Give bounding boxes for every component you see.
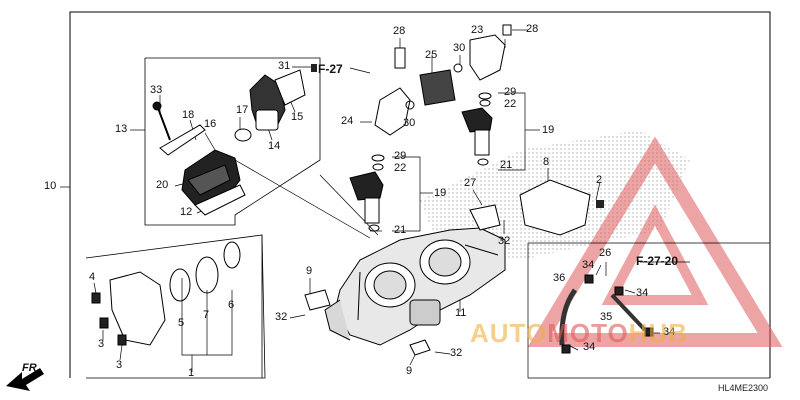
part-label-3-right[interactable]: 3 [116, 359, 123, 371]
part-label-4[interactable]: 4 [89, 271, 96, 283]
part-label-18[interactable]: 18 [182, 109, 195, 121]
part-label-6[interactable]: 6 [228, 299, 235, 311]
part-label-1[interactable]: 1 [188, 367, 195, 379]
part-label-28-left[interactable]: 28 [393, 25, 406, 37]
part-label-5[interactable]: 5 [178, 317, 185, 329]
group-bracket-13 [144, 57, 321, 226]
part-label-7[interactable]: 7 [203, 309, 210, 321]
watermark-word-1: AUTO [470, 318, 548, 348]
part-label-17[interactable]: 17 [236, 104, 249, 116]
group-bracket-1 [85, 234, 266, 379]
part-label-21-lower[interactable]: 21 [394, 224, 407, 236]
gasket-27 [469, 204, 501, 231]
hose-parts [559, 274, 654, 354]
part-label-35[interactable]: 35 [600, 311, 613, 323]
gasket-9-lower [409, 339, 431, 356]
gasket-9-upper [304, 289, 331, 311]
part-label-34-c[interactable]: 34 [663, 326, 676, 338]
ref-f27[interactable]: F-27 [318, 62, 343, 76]
part-label-29-lower[interactable]: 29 [394, 150, 407, 162]
part-label-27[interactable]: 27 [464, 177, 477, 189]
part-label-28-right[interactable]: 28 [526, 23, 539, 35]
part-label-9-lower[interactable]: 9 [406, 365, 413, 377]
part-label-32-left[interactable]: 32 [275, 311, 288, 323]
part-label-12[interactable]: 12 [180, 206, 193, 218]
part-label-26[interactable]: 26 [599, 247, 612, 259]
part-label-2[interactable]: 2 [596, 174, 603, 186]
throttle-sensor-parts [91, 241, 241, 346]
part-label-19-lower[interactable]: 19 [434, 187, 447, 199]
part-label-15[interactable]: 15 [291, 111, 304, 123]
throttle-body [324, 227, 506, 346]
part-label-34-d[interactable]: 34 [583, 341, 596, 353]
part-label-31[interactable]: 31 [278, 60, 291, 72]
front-arrow-icon [6, 368, 44, 391]
ref-f27-20[interactable]: F-27-20 [636, 254, 679, 268]
part-label-3-left[interactable]: 3 [98, 338, 105, 350]
part-label-22-upper[interactable]: 22 [504, 98, 517, 110]
gasket-15 [274, 69, 306, 106]
part-label-25[interactable]: 25 [425, 49, 438, 61]
part-label-33[interactable]: 33 [150, 84, 163, 96]
part-label-8[interactable]: 8 [543, 156, 550, 168]
part-label-29-upper[interactable]: 29 [504, 86, 517, 98]
part-label-13[interactable]: 13 [115, 123, 128, 135]
part-label-30-mid[interactable]: 30 [403, 117, 416, 129]
injector-upper [461, 92, 493, 166]
watermark-word-2: MOTO [547, 318, 629, 348]
part-label-32-right[interactable]: 32 [498, 235, 511, 247]
part-label-30-top[interactable]: 30 [453, 42, 466, 54]
part-label-23[interactable]: 23 [471, 24, 484, 36]
sensor-14 [234, 74, 286, 142]
front-label: FR. [22, 362, 40, 374]
part-label-32-bottom[interactable]: 32 [450, 347, 463, 359]
part-label-11[interactable]: 11 [455, 307, 467, 319]
fuel-rail-parts [374, 24, 512, 136]
part-label-20[interactable]: 20 [156, 179, 169, 191]
watermark-text: AUTOMOTOHUB [470, 318, 688, 349]
part-label-36[interactable]: 36 [553, 272, 566, 284]
cover-8 [519, 179, 591, 236]
part-label-21-upper[interactable]: 21 [500, 159, 513, 171]
part-label-34-b[interactable]: 34 [636, 287, 649, 299]
part-label-24[interactable]: 24 [341, 115, 354, 127]
part-label-34-a[interactable]: 34 [582, 259, 595, 271]
injector-lower [349, 154, 385, 232]
idle-air-valve-assembly [152, 101, 246, 216]
part-label-22-lower[interactable]: 22 [394, 162, 407, 174]
part-label-16[interactable]: 16 [204, 118, 217, 130]
bolt-2 [596, 200, 604, 208]
diagram-code: HL4ME2300 [718, 383, 769, 393]
part-label-9-upper[interactable]: 9 [306, 265, 313, 277]
bolt-31 [311, 64, 317, 72]
watermark-triangle-icon [527, 136, 783, 347]
part-label-14[interactable]: 14 [268, 140, 281, 152]
outer-frame [69, 11, 771, 378]
part-label-19-upper[interactable]: 19 [542, 124, 555, 136]
part-label-10[interactable]: 10 [44, 180, 57, 192]
watermark-word-3: HUB [628, 318, 689, 348]
